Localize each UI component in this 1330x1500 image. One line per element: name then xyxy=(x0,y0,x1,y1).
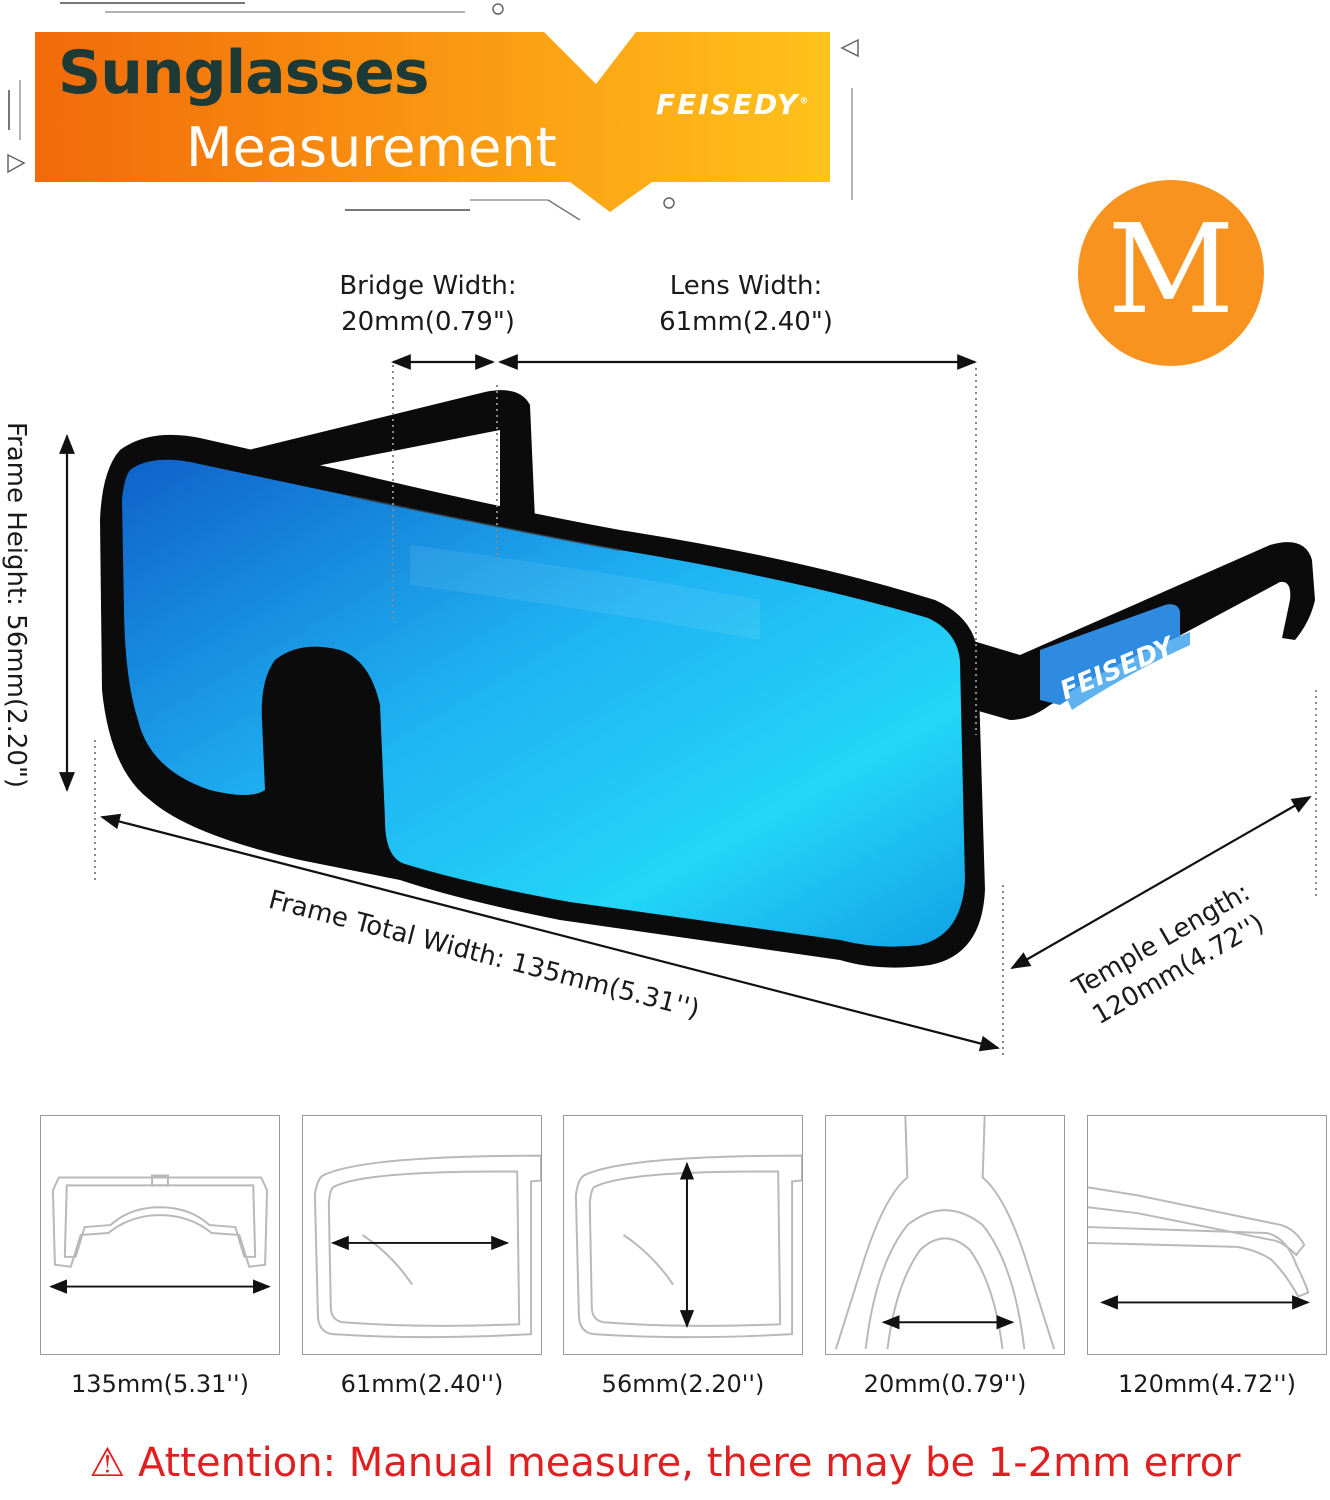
thumbnail-bridge-width xyxy=(825,1115,1065,1355)
registered-mark: ® xyxy=(799,96,811,107)
thumbnail-caption: 120mm(4.72'') xyxy=(1118,1370,1296,1398)
bridge-width-icon xyxy=(834,1116,1056,1350)
frame-height-label: Frame Height: 56mm(2.20") xyxy=(1,421,31,789)
brand-name: FEISEDY xyxy=(656,88,800,121)
frame-height-icon xyxy=(574,1154,802,1339)
temple-length-icon xyxy=(1088,1186,1310,1310)
lens-width-icon xyxy=(313,1154,541,1339)
temple-length-arrow xyxy=(1010,796,1312,969)
bridge-width-label: Bridge Width: 20mm(0.79") xyxy=(318,268,538,340)
total-width-arrow xyxy=(100,813,1000,1052)
size-badge: M xyxy=(1078,180,1264,366)
thumbnail-caption: 56mm(2.20'') xyxy=(601,1370,765,1398)
header-banner: Sunglasses Measurement FEISEDY® xyxy=(0,0,870,230)
guide-lines xyxy=(94,365,1317,1058)
bridge-width-value: 20mm(0.79") xyxy=(341,307,515,337)
far-temple xyxy=(240,390,535,529)
lens-width-value: 61mm(2.40") xyxy=(659,307,833,337)
thumbnail-caption: 20mm(0.79'') xyxy=(863,1370,1027,1398)
thumbnail-frame-height xyxy=(563,1115,803,1355)
attention-notice: ⚠ Attention: Manual measure, there may b… xyxy=(89,1440,1241,1486)
thumbnail-frame-width xyxy=(40,1115,280,1355)
frame-body xyxy=(100,434,985,968)
measurement-arrows xyxy=(59,354,1312,1052)
thumbnail-lens-width xyxy=(302,1115,542,1355)
product-diagram: FEISEDY xyxy=(59,354,1317,1058)
size-letter: M xyxy=(1107,198,1235,342)
thumbnail-temple-length xyxy=(1087,1115,1327,1355)
temple-accent xyxy=(1040,604,1180,705)
lens-width-title: Lens Width: xyxy=(669,271,823,301)
lens-width-label: Lens Width: 61mm(2.40") xyxy=(636,268,856,340)
frame-front-width-icon xyxy=(49,1174,271,1294)
banner-title: Sunglasses xyxy=(58,38,429,108)
banner-subtitle: Measurement xyxy=(186,116,557,179)
thumbnail-caption: 61mm(2.40'') xyxy=(340,1370,504,1398)
thumbnail-caption: 135mm(5.31'') xyxy=(71,1370,249,1398)
banner-background xyxy=(7,2,859,221)
near-temple: FEISEDY xyxy=(970,542,1315,720)
bridge-width-title: Bridge Width: xyxy=(339,271,517,301)
brand-logo: FEISEDY® xyxy=(656,88,810,121)
